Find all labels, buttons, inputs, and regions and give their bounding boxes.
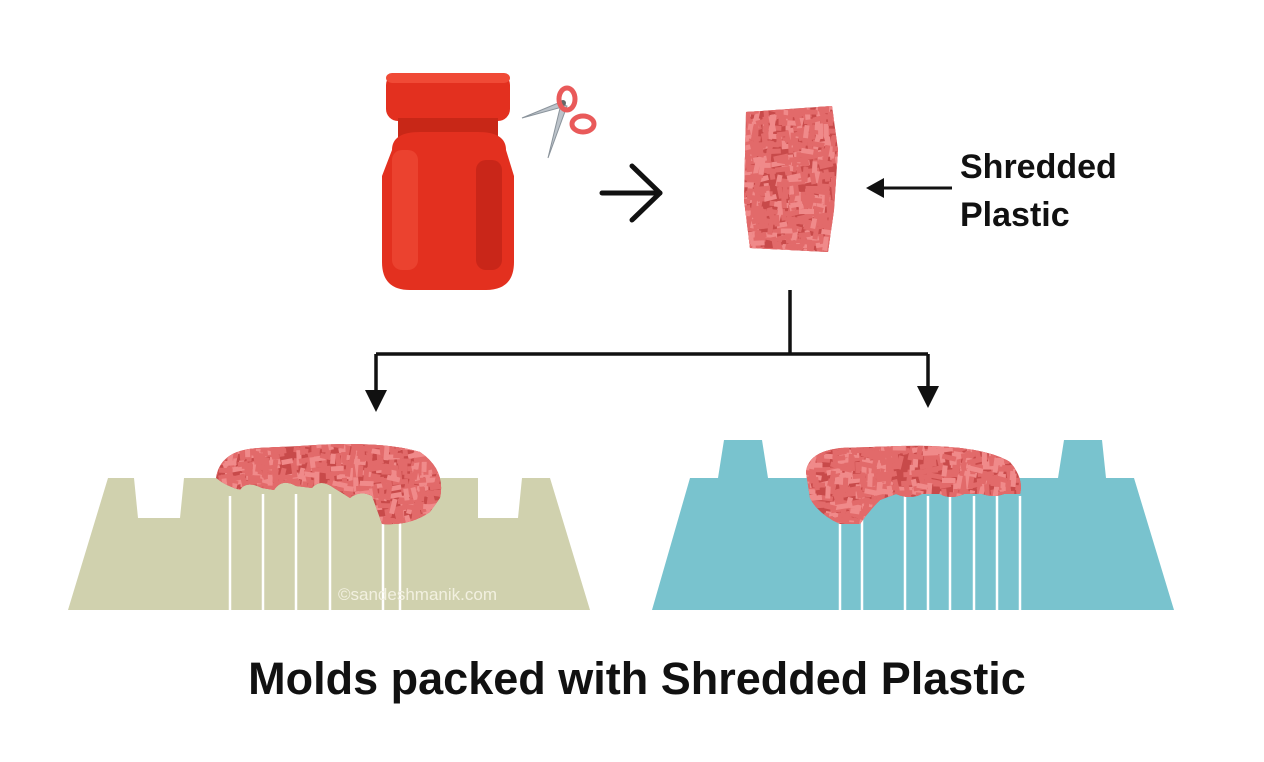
arrow-down-left-head: [365, 390, 387, 412]
arrow-down-right-head: [917, 386, 939, 408]
shredded-label-line1: Shredded: [960, 148, 1117, 186]
arrow-right-icon: [599, 163, 663, 223]
mold-right: [652, 440, 1174, 610]
arrow-left-icon: [866, 178, 952, 198]
watermark: ©sandeshmanik.com: [338, 585, 497, 604]
caption: Molds packed with Shredded Plastic: [248, 653, 1026, 704]
bottle-icon: [382, 73, 514, 290]
scissors-icon: [521, 85, 597, 159]
mold-left: ©sandeshmanik.com: [68, 478, 590, 610]
shredded-plastic-block: [744, 106, 838, 252]
arrow-down-icon: [374, 290, 930, 396]
shredded-label-line2: Plastic: [960, 196, 1070, 234]
